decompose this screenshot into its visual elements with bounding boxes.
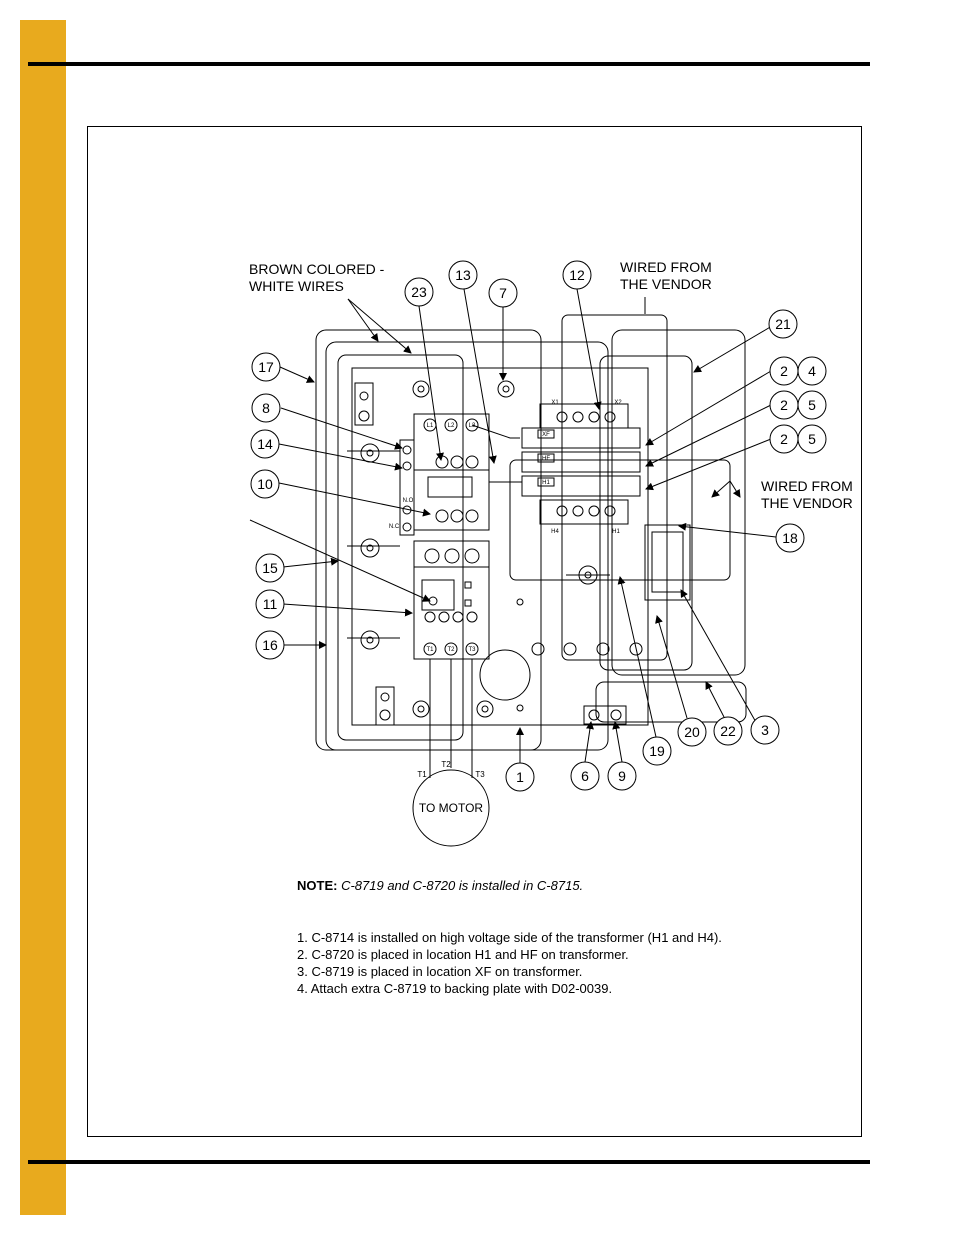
- transformer-h1: H1: [542, 480, 550, 486]
- callout-numbers: 1 2 2 2 3 4 5 5 6 7 8 9 10 11 12 13 14 1…: [257, 267, 816, 785]
- step-item: 1. C-8714 is installed on high voltage s…: [297, 930, 722, 945]
- vendor-label-top-2: THE VENDOR: [620, 276, 712, 292]
- note-text: C-8719 and C-8720 is installed in C-8715…: [341, 878, 584, 893]
- step-item: 4. Attach extra C-8719 to backing plate …: [297, 981, 613, 996]
- callout-8: 8: [262, 400, 270, 416]
- callout-15: 15: [262, 560, 278, 576]
- figure-frame: [87, 126, 862, 1137]
- motor-label: TO MOTOR: [419, 801, 484, 815]
- aux-nc: N.C: [389, 524, 400, 530]
- terminal-l2: L2: [448, 423, 455, 429]
- motor-t1: T1: [417, 770, 427, 779]
- transformer-x1: X1: [551, 400, 559, 406]
- diagram-labels: BROWN COLORED - WHITE WIRES WIRED FROM T…: [249, 259, 853, 815]
- fuse-holder: [644, 524, 691, 601]
- callout-22: 22: [720, 723, 736, 739]
- transformer-x2: X2: [614, 400, 622, 406]
- callout-16: 16: [262, 637, 278, 653]
- callout-2b: 2: [780, 397, 788, 413]
- auxiliary-switch: [399, 439, 415, 536]
- installation-note: NOTE: C-8719 and C-8720 is installed in …: [297, 878, 583, 893]
- callout-10: 10: [257, 476, 273, 492]
- callout-21: 21: [775, 316, 791, 332]
- vendor-label-right-2: THE VENDOR: [761, 495, 853, 511]
- brown-wires-label-1: BROWN COLORED -: [249, 261, 385, 277]
- header-rule: [28, 62, 870, 66]
- callout-11: 11: [263, 596, 278, 612]
- motor-t3: T3: [475, 770, 485, 779]
- callout-2a: 2: [780, 363, 788, 379]
- vendor-label-top-1: WIRED FROM: [620, 259, 712, 275]
- footer-rule: [28, 1160, 870, 1164]
- terminal-t2: T2: [447, 647, 455, 653]
- chapter-side-tab: [20, 20, 66, 1215]
- brown-wires-label-2: WHITE WIRES: [249, 278, 344, 294]
- plate-blocks: [347, 382, 627, 726]
- callout-5b: 5: [808, 431, 816, 447]
- callout-20: 20: [684, 724, 700, 740]
- callout-19: 19: [649, 743, 665, 759]
- step-item: 3. C-8719 is placed in location XF on tr…: [297, 964, 583, 979]
- transformer-hf: HF: [542, 456, 550, 462]
- callout-4: 4: [808, 363, 816, 379]
- terminal-t3: T3: [468, 647, 476, 653]
- transformer-h1-lower: H1: [612, 529, 620, 535]
- wire-loops: [315, 314, 747, 751]
- callout-14: 14: [257, 436, 273, 452]
- callout-7: 7: [499, 285, 507, 301]
- terminal-labels: L1 L2 L3 T1 T2 T3 X1 X2 XF HF H1 H4 H1 N…: [389, 400, 623, 779]
- callout-5a: 5: [808, 397, 816, 413]
- step-item: 2. C-8720 is placed in location H1 and H…: [297, 947, 629, 962]
- transformer: [521, 403, 641, 525]
- callout-17: 17: [258, 359, 274, 375]
- installation-steps: 1. C-8714 is installed on high voltage s…: [297, 929, 722, 997]
- vendor-label-right-1: WIRED FROM: [761, 478, 853, 494]
- motor-t2: T2: [441, 760, 451, 769]
- leader-lines: [249, 288, 777, 763]
- transformer-xf: XF: [542, 432, 550, 438]
- callout-3: 3: [761, 722, 769, 738]
- callout-23: 23: [411, 284, 427, 300]
- note-prefix: NOTE:: [297, 878, 338, 893]
- terminal-l1: L1: [427, 423, 434, 429]
- contactor: [413, 413, 490, 660]
- transformer-h4: H4: [551, 529, 559, 535]
- aux-no: N.O: [403, 498, 414, 504]
- callout-1: 1: [516, 769, 524, 785]
- callout-12: 12: [569, 267, 585, 283]
- terminal-t1: T1: [426, 647, 434, 653]
- callout-9: 9: [618, 768, 626, 784]
- terminal-l3: L3: [469, 423, 476, 429]
- callout-circles: [250, 260, 827, 792]
- callout-13: 13: [455, 267, 471, 283]
- callout-6: 6: [581, 768, 589, 784]
- motor: [412, 769, 490, 847]
- callout-18: 18: [782, 530, 798, 546]
- callout-2c: 2: [780, 431, 788, 447]
